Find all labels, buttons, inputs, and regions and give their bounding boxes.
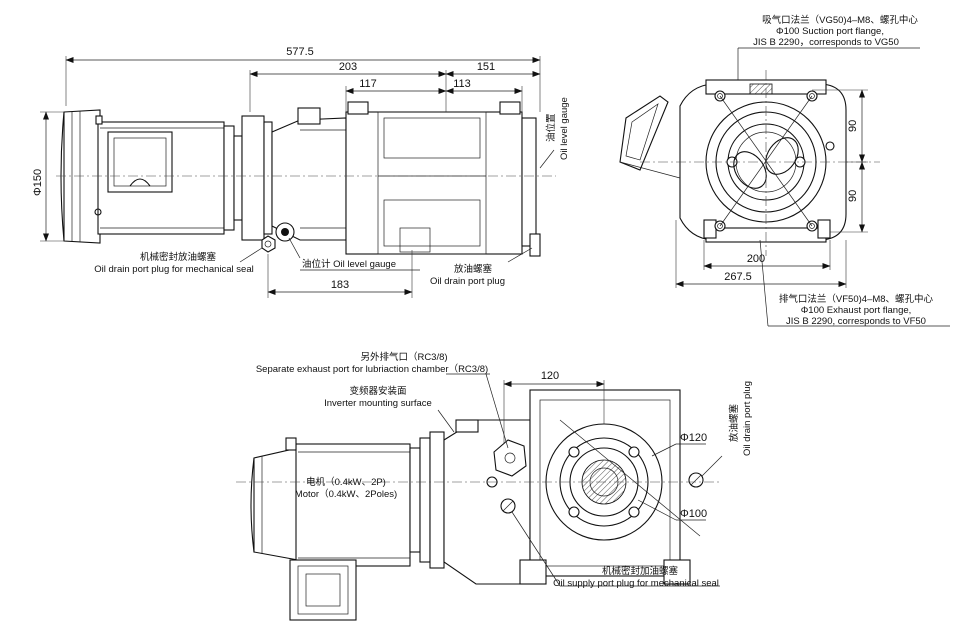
side-view-dimensions: 577.5 203 151 117 113 183 Φ150 (32, 46, 541, 298)
dim-151: 151 (477, 61, 495, 73)
dim-183: 183 (331, 279, 349, 291)
label-suction-en1: Φ100 Suction port flange, (776, 26, 884, 37)
label-inverter-en: Inverter mounting surface (324, 398, 432, 409)
top-view-dimensions: 120 Φ120 Φ100 (503, 370, 707, 521)
label-exhaust-en1: Φ100 Exhaust port flange, (801, 305, 912, 316)
label-oil-level-vertical-en: Oil level gauge (559, 97, 570, 160)
label-oil-drain-cn: 放油螺塞 (454, 263, 493, 275)
end-view-dimensions: 90 90 200 267.5 (675, 89, 868, 288)
label-motor-cn: 电机（0.4kW、2P) (306, 476, 386, 488)
label-exhaust-en2: JIS B 2290, corresponds to VF50 (786, 316, 926, 327)
dim-overall-length: 577.5 (286, 46, 314, 58)
top-view-callouts: 另外排气口（RC3/8) Separate exhaust port for l… (256, 351, 753, 589)
label-sep-exhaust-cn: 另外排气口（RC3/8) (360, 351, 447, 363)
dim-90-top: 90 (847, 120, 859, 132)
dim-113: 113 (453, 78, 471, 90)
label-oil-drain-mech-en: Oil drain port plug for mechanical seal (94, 264, 253, 275)
label-oil-level-gauge: 油位计 Oil level gauge (302, 258, 396, 270)
label-suction-cn: 吸气口法兰（VG50)4–M8、螺孔中心 (762, 14, 918, 26)
dim-phi100: Φ100 (680, 508, 707, 520)
label-oil-drain-vertical-cn: 放油螺塞 (728, 403, 740, 442)
dim-200: 200 (747, 253, 765, 265)
label-inverter-cn: 变频器安装面 (349, 385, 406, 397)
label-motor-en: Motor（0.4kW、2Poles) (295, 488, 397, 500)
label-oil-supply-en: Oil supply port plug for mechanical seal (553, 578, 719, 589)
label-sep-exhaust-en: Separate exhaust port for lubriaction ch… (256, 363, 488, 375)
label-oil-supply-cn: 机械密封加油螺塞 (602, 565, 679, 577)
label-suction-en2: JIS B 2290，corresponds to VG50 (753, 37, 899, 48)
dim-phi150: Φ150 (32, 169, 44, 196)
label-oil-drain-mech-cn: 机械密封放油螺塞 (140, 251, 217, 263)
label-oil-drain-vertical-en: Oil drain port plug (742, 381, 753, 456)
dim-203: 203 (339, 61, 357, 73)
label-exhaust-cn: 排气口法兰（VF50)4–M8、螺孔中心 (779, 293, 934, 305)
side-view (56, 101, 556, 257)
end-view-callouts: 吸气口法兰（VG50)4–M8、螺孔中心 Φ100 Suction port f… (737, 14, 950, 327)
label-oil-drain-en: Oil drain port plug (430, 276, 505, 287)
label-oil-level-vertical-cn: 油位置 (545, 113, 557, 142)
dim-117: 117 (359, 78, 377, 90)
dim-90-bottom: 90 (847, 190, 859, 202)
end-view (619, 70, 880, 256)
side-view-callouts: 机械密封放油螺塞 Oil drain port plug for mechani… (94, 97, 570, 287)
dim-120: 120 (541, 370, 559, 382)
dim-phi120: Φ120 (680, 432, 707, 444)
dim-267-5: 267.5 (724, 271, 752, 283)
top-view (236, 389, 720, 621)
